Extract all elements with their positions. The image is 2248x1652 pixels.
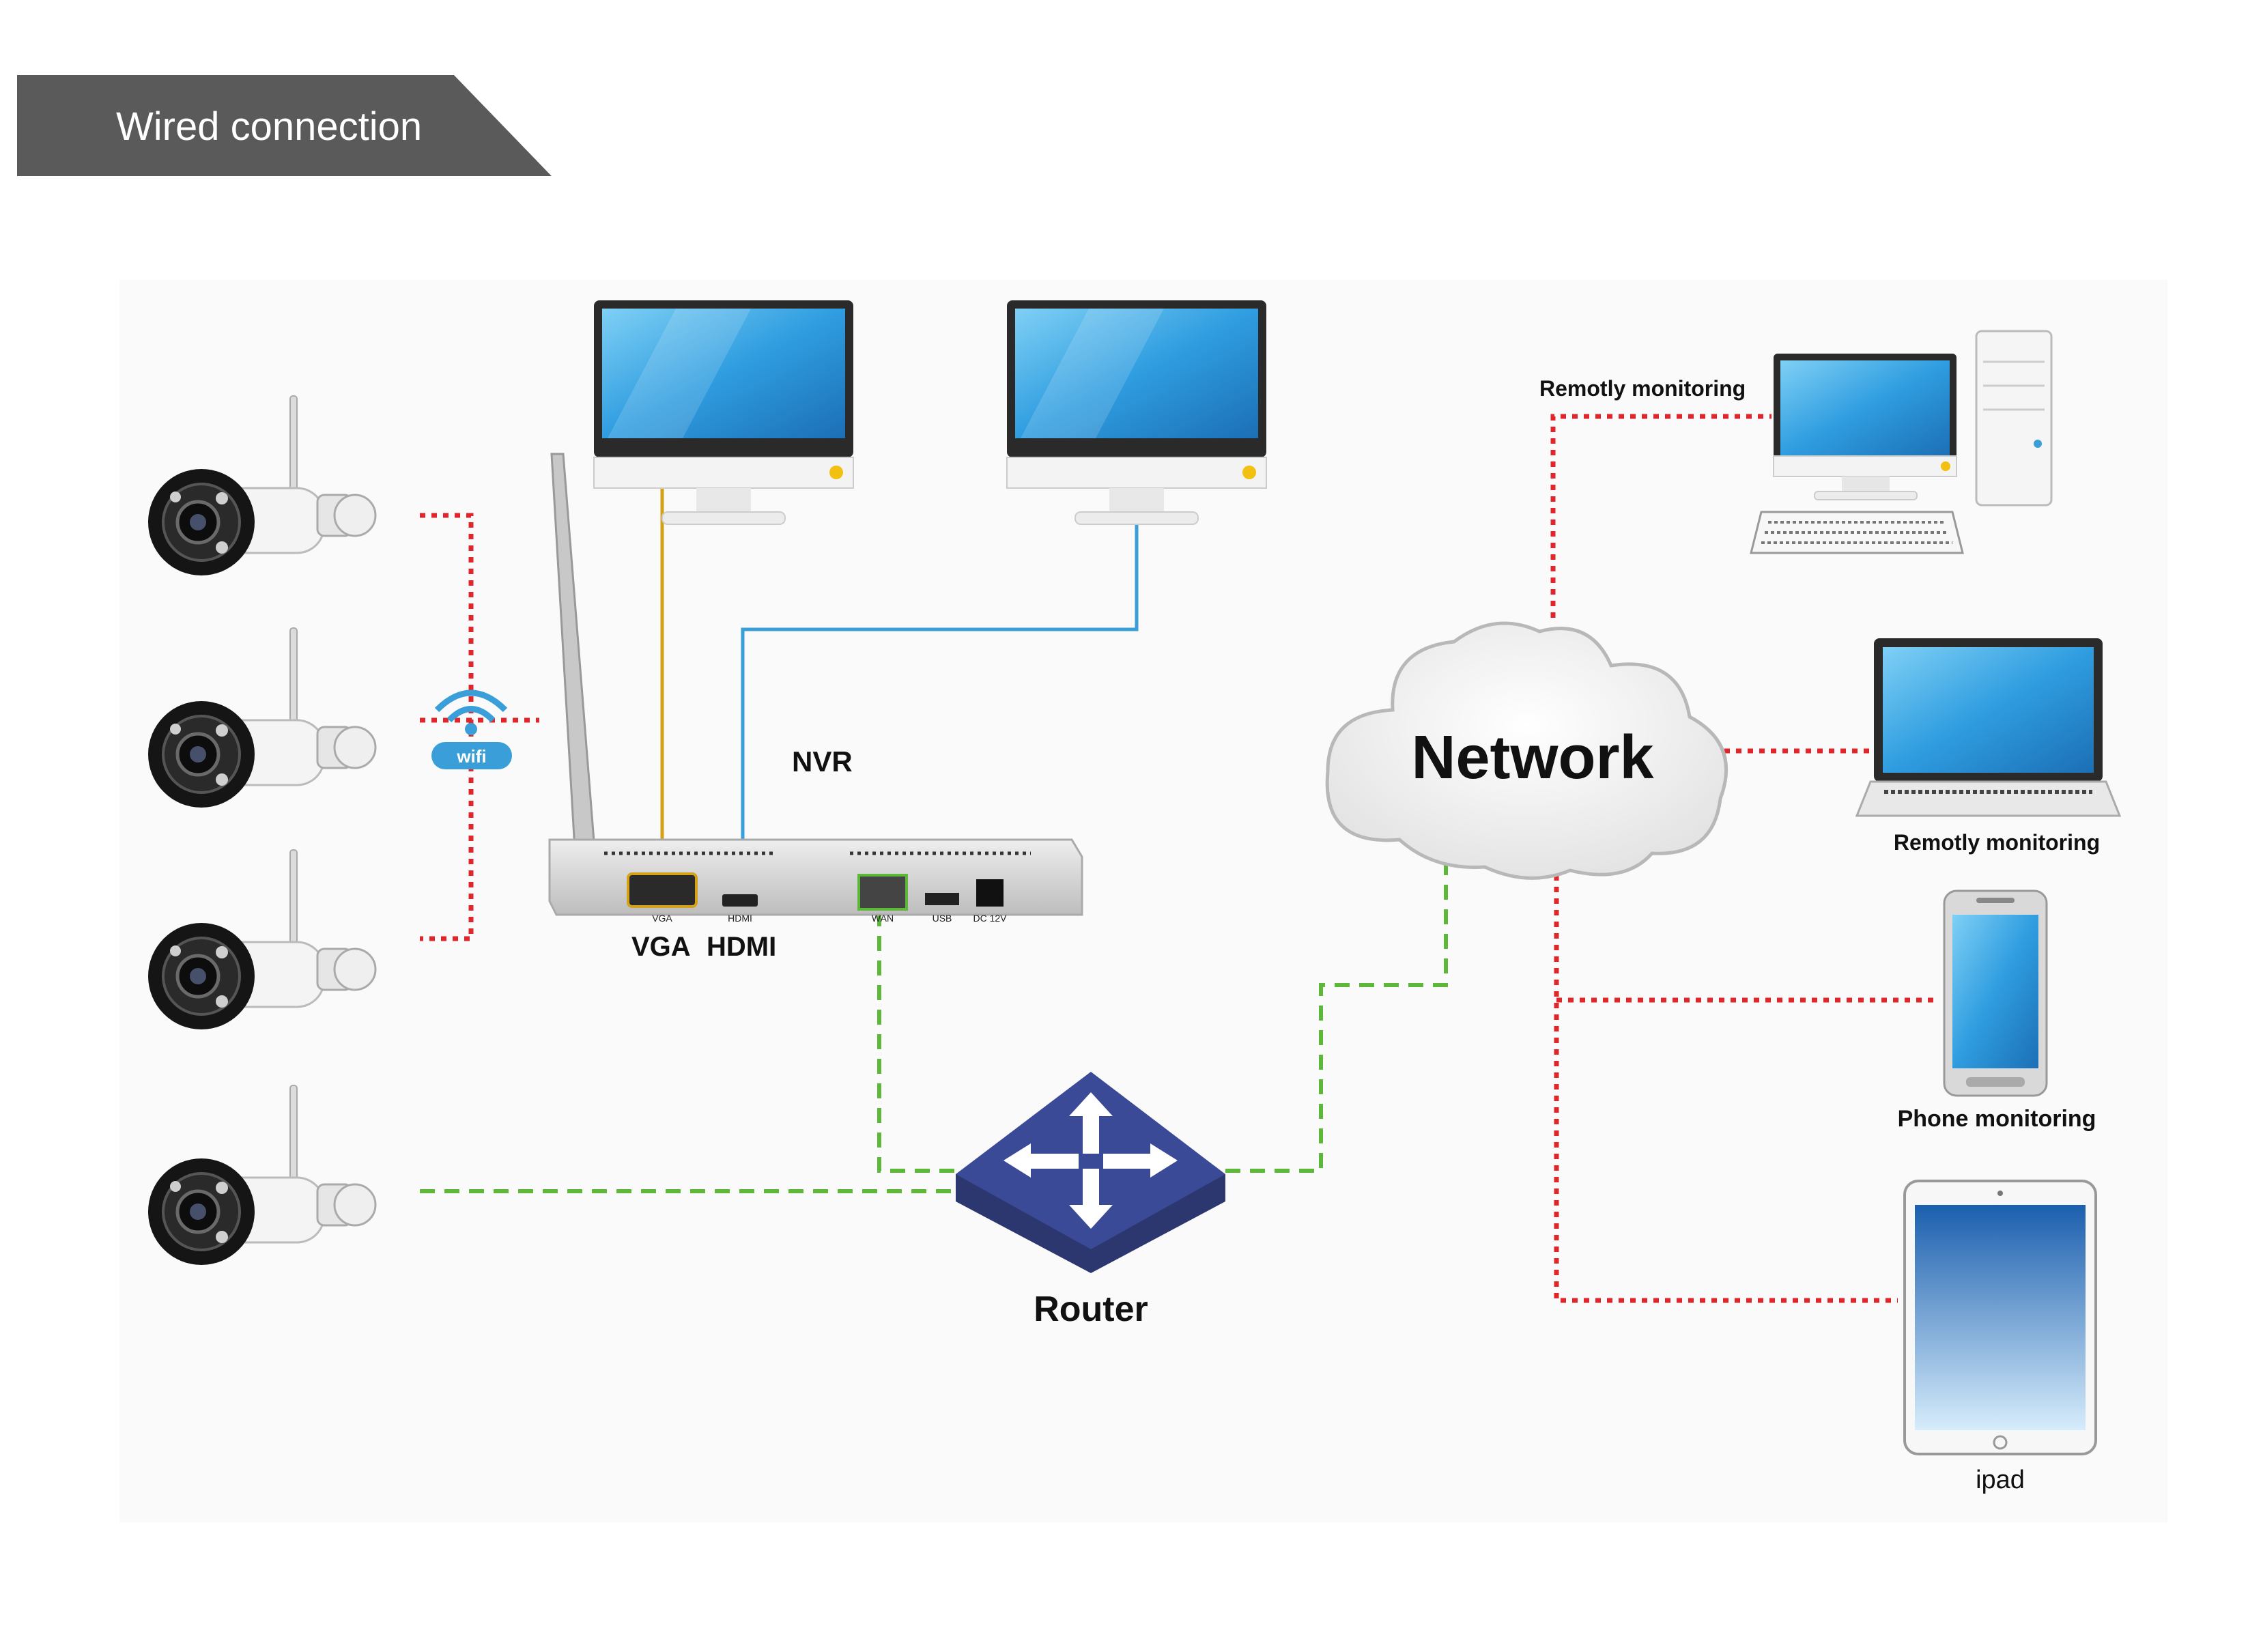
vga-port: [627, 872, 698, 908]
desktop-computer-icon: [1750, 330, 2053, 554]
wifi-icon: wifi: [431, 689, 512, 769]
header-banner: Wired connection: [17, 75, 552, 176]
network-label: Network: [1411, 724, 1654, 792]
tablet-icon: [1903, 1180, 2097, 1455]
remote-links: [1550, 414, 1939, 1303]
wifi-badge: [431, 742, 512, 769]
laptop-icon: [1855, 638, 2122, 817]
port-label-hdmi: HDMI: [728, 913, 752, 924]
cloud-icon: [1325, 621, 1728, 880]
port-label-vga: VGA: [652, 913, 672, 924]
wifi-links: [420, 513, 539, 941]
nvr-label: NVR: [792, 745, 853, 778]
tablet-label: ipad: [1976, 1466, 2025, 1494]
desktop-label: Remotly monitoring: [1539, 376, 1746, 401]
router-icon: [956, 1072, 1225, 1273]
header-title: Wired connection: [116, 104, 422, 149]
vga-label: VGA: [631, 932, 691, 962]
wan-port: [857, 874, 908, 911]
hdmi-cable: [741, 512, 1139, 887]
port-label-wan: WAN: [872, 913, 894, 924]
usb-port: [925, 893, 959, 905]
wired-links: [420, 864, 1448, 1193]
hdmi-label: HDMI: [707, 932, 776, 962]
laptop-label: Remotly monitoring: [1894, 830, 2100, 855]
port-label-dc: DC 12V: [973, 913, 1007, 924]
wifi-label: wifi: [456, 746, 486, 767]
dc-port: [976, 879, 1004, 907]
phone-label: Phone monitoring: [1898, 1106, 2096, 1132]
router-label: Router: [1034, 1290, 1148, 1329]
nvr-device: VGA HDMI WAN USB DC 12V: [548, 453, 1083, 924]
port-label-usb: USB: [933, 913, 952, 924]
phone-icon: [1943, 889, 2048, 1097]
hdmi-port: [722, 894, 758, 907]
